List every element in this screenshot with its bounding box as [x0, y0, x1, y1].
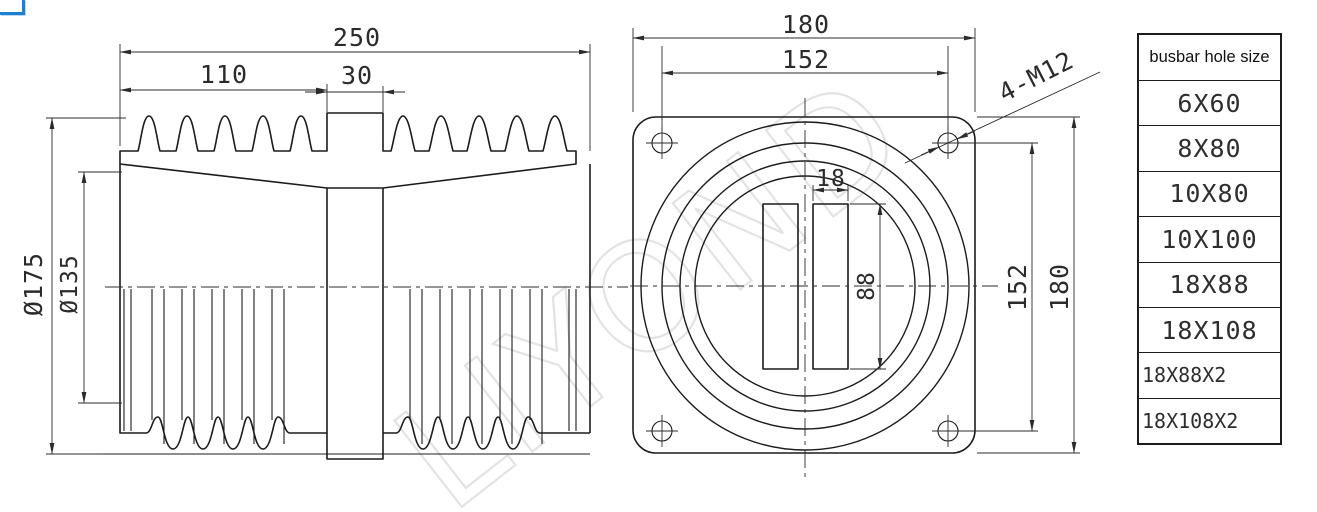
dim-152-top: 152 [782, 45, 830, 74]
table-row: 6X60 [1139, 80, 1280, 125]
table-row: 8X80 [1139, 125, 1280, 170]
dim-dia-135: Ø135 [57, 254, 83, 313]
table-row: 18X108 [1139, 306, 1280, 352]
shed-comb-right [409, 289, 577, 444]
table-row: 18X88X2 [1139, 352, 1280, 397]
dim-18: 18 [816, 166, 846, 192]
bottom-sheds-left [145, 416, 327, 450]
shed-hatch-band [119, 112, 577, 189]
engineering-drawing: LIYOND 250 110 30 [19, 10, 1101, 512]
busbar-size-table: busbar hole size 6X60 8X80 10X80 10X100 … [1137, 33, 1282, 445]
dim-30: 30 [341, 61, 373, 90]
side-view: 250 110 30 Ø175 Ø135 [19, 23, 628, 460]
dim-180-right: 180 [1045, 263, 1074, 311]
side-view-dimensions: 250 110 30 Ø175 Ø135 [19, 23, 591, 455]
shed-comb-left [123, 289, 285, 444]
selection-corner [0, 0, 25, 15]
dim-180-top: 180 [782, 10, 830, 39]
dim-250: 250 [333, 23, 381, 52]
busbar-slot-left [762, 203, 799, 370]
table-row: 18X88 [1139, 261, 1280, 307]
table-row: 10X80 [1139, 170, 1280, 216]
bolt-holes [646, 127, 964, 447]
dim-dia-175: Ø175 [19, 252, 48, 316]
busbar-slot-right [812, 203, 849, 370]
body-left-edge [119, 164, 146, 434]
dim-88: 88 [854, 271, 880, 301]
dim-152-right: 152 [1003, 263, 1032, 311]
bolt-hole-top-left [646, 127, 678, 159]
table-row: 18X108X2 [1139, 397, 1280, 443]
bottom-sheds-right [383, 416, 590, 450]
conductor-column [326, 188, 384, 460]
flange-outline [632, 116, 976, 454]
bolt-hole-bottom-left [646, 415, 678, 447]
table-header: busbar hole size [1149, 48, 1270, 66]
dim-110: 110 [200, 60, 248, 89]
bolt-callout: 4-M12 [994, 45, 1079, 107]
bolt-hole-bottom-right [932, 415, 964, 447]
table-row: 10X100 [1139, 216, 1280, 261]
